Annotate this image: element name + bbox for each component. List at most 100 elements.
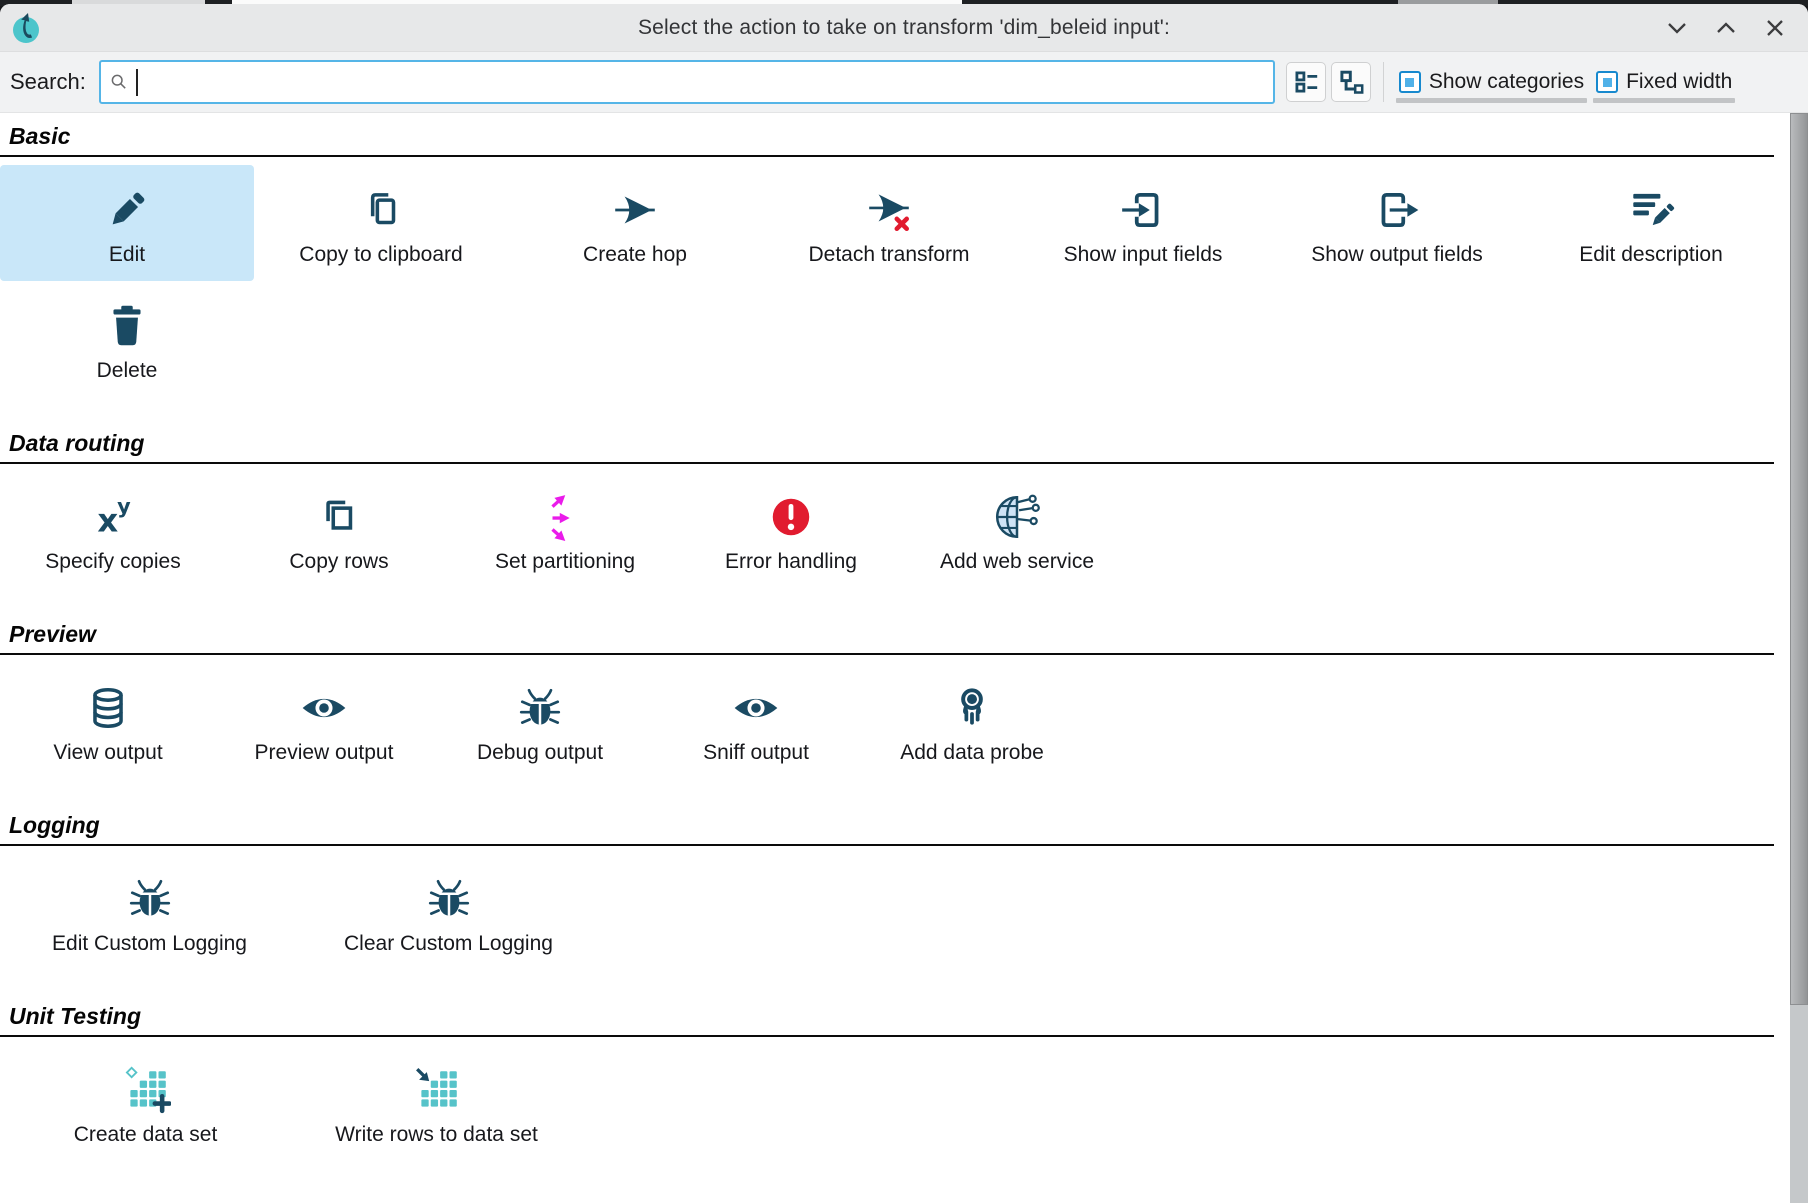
action-label: Sniff output bbox=[703, 741, 809, 764]
action-item-set-partitioning[interactable]: Set partitioning bbox=[452, 472, 678, 588]
search-box[interactable] bbox=[98, 60, 1275, 104]
action-item-copy-rows[interactable]: Copy rows bbox=[226, 472, 452, 588]
actions-area: Basic Edit Copy to clipboard Create hop … bbox=[0, 113, 1790, 1203]
action-label: Show output fields bbox=[1311, 243, 1483, 266]
action-item-delete[interactable]: Delete bbox=[0, 281, 254, 397]
probe-icon bbox=[947, 679, 997, 737]
action-label: Debug output bbox=[476, 741, 604, 764]
error-icon bbox=[766, 488, 816, 546]
action-label: Detach transform bbox=[808, 243, 970, 266]
action-label: Write rows to data set bbox=[335, 1123, 538, 1146]
action-item-create-data-set[interactable]: Create data set bbox=[0, 1045, 291, 1161]
text-cursor bbox=[135, 68, 138, 96]
dataset-write-icon bbox=[412, 1061, 462, 1119]
action-grid: Create data set Write rows to data set bbox=[0, 1045, 1790, 1161]
action-label: Preview output bbox=[254, 741, 394, 764]
edit-description-icon bbox=[1626, 181, 1676, 239]
action-label: Add web service bbox=[939, 550, 1095, 573]
section-data-routing: Data routing x y Specify copies Copy row… bbox=[0, 430, 1790, 588]
action-grid: Edit Copy to clipboard Create hop Detach… bbox=[0, 165, 1790, 397]
database-icon bbox=[83, 679, 133, 737]
action-item-write-rows-to-data-set[interactable]: Write rows to data set bbox=[291, 1045, 582, 1161]
action-label: Create data set bbox=[73, 1123, 218, 1146]
action-item-specify-copies[interactable]: x y Specify copies bbox=[0, 472, 226, 588]
show-categories-checkbox[interactable]: Show categories bbox=[1393, 59, 1590, 105]
action-label: View output bbox=[53, 741, 163, 764]
action-item-show-output-fields[interactable]: Show output fields bbox=[1270, 165, 1524, 281]
action-item-edit-description[interactable]: Edit description bbox=[1524, 165, 1778, 281]
checkbox-icon bbox=[1596, 71, 1619, 93]
hop-logo-icon bbox=[9, 10, 43, 46]
action-item-copy-to-clipboard[interactable]: Copy to clipboard bbox=[254, 165, 508, 281]
action-label: Specify copies bbox=[45, 550, 181, 573]
list-view-button[interactable] bbox=[1285, 62, 1326, 102]
action-label: Show input fields bbox=[1063, 243, 1223, 266]
xy-icon: x y bbox=[88, 488, 138, 546]
action-item-detach-transform[interactable]: Detach transform bbox=[762, 165, 1016, 281]
hop-arrow-icon bbox=[610, 181, 660, 239]
chevron-down-icon[interactable] bbox=[1664, 15, 1690, 41]
action-item-clear-custom-logging[interactable]: Clear Custom Logging bbox=[299, 854, 598, 970]
section-header-preview: Preview bbox=[0, 621, 1774, 655]
action-label: Set partitioning bbox=[494, 550, 636, 573]
action-item-create-hop[interactable]: Create hop bbox=[508, 165, 762, 281]
scrollbar-thumb[interactable] bbox=[1790, 113, 1808, 1005]
web-service-icon bbox=[992, 488, 1042, 546]
action-item-edit[interactable]: Edit bbox=[0, 165, 254, 281]
action-item-sniff-output[interactable]: Sniff output bbox=[648, 663, 864, 779]
search-input[interactable] bbox=[137, 61, 1273, 103]
fixed-width-label: Fixed width bbox=[1626, 70, 1733, 93]
copy-icon bbox=[356, 181, 406, 239]
section-header-unit-testing: Unit Testing bbox=[0, 1003, 1774, 1037]
section-logging: Logging Edit Custom Logging Clear Custom… bbox=[0, 812, 1790, 970]
hop-arrow-x-icon bbox=[864, 181, 914, 239]
input-fields-icon bbox=[1118, 181, 1168, 239]
svg-text:y: y bbox=[117, 494, 131, 518]
action-dialog: Select the action to take on transform '… bbox=[0, 4, 1808, 1203]
search-toolbar: Search: bbox=[0, 52, 1808, 113]
action-label: Add data probe bbox=[900, 741, 1044, 764]
list-view-icon bbox=[1295, 71, 1318, 93]
action-label: Copy to clipboard bbox=[299, 243, 463, 266]
action-item-show-input-fields[interactable]: Show input fields bbox=[1016, 165, 1270, 281]
action-item-preview-output[interactable]: Preview output bbox=[216, 663, 432, 779]
section-preview: Preview View output Preview output Debug… bbox=[0, 621, 1790, 779]
titlebar: Select the action to take on transform '… bbox=[0, 4, 1808, 52]
tree-view-icon bbox=[1340, 70, 1364, 94]
action-label: Error handling bbox=[725, 550, 857, 573]
vertical-scrollbar[interactable] bbox=[1790, 113, 1808, 1203]
eye-icon bbox=[299, 679, 349, 737]
svg-text:x: x bbox=[97, 502, 118, 540]
search-icon bbox=[111, 74, 126, 89]
action-item-view-output[interactable]: View output bbox=[0, 663, 216, 779]
action-item-error-handling[interactable]: Error handling bbox=[678, 472, 904, 588]
action-label: Delete bbox=[96, 359, 158, 382]
fixed-width-checkbox[interactable]: Fixed width bbox=[1590, 59, 1738, 105]
content-wrap: Basic Edit Copy to clipboard Create hop … bbox=[0, 113, 1808, 1203]
window-controls bbox=[1664, 4, 1788, 51]
partition-arrows-icon bbox=[540, 488, 590, 546]
action-item-add-web-service[interactable]: Add web service bbox=[904, 472, 1130, 588]
close-icon[interactable] bbox=[1762, 15, 1788, 41]
action-item-debug-output[interactable]: Debug output bbox=[432, 663, 648, 779]
action-item-edit-custom-logging[interactable]: Edit Custom Logging bbox=[0, 854, 299, 970]
action-grid: Edit Custom Logging Clear Custom Logging bbox=[0, 854, 1790, 970]
section-header-logging: Logging bbox=[0, 812, 1774, 846]
section-header-data-routing: Data routing bbox=[0, 430, 1774, 464]
action-item-add-data-probe[interactable]: Add data probe bbox=[864, 663, 1080, 779]
action-label: Edit description bbox=[1579, 243, 1723, 266]
bug-icon bbox=[125, 870, 175, 928]
tree-view-button[interactable] bbox=[1330, 62, 1371, 102]
action-label: Create hop bbox=[583, 243, 687, 266]
eye-icon bbox=[731, 679, 781, 737]
action-label: Edit bbox=[108, 243, 146, 266]
chevron-up-icon[interactable] bbox=[1713, 15, 1739, 41]
background-app-strip bbox=[0, 0, 1808, 6]
action-grid: x y Specify copies Copy rows Set partiti… bbox=[0, 472, 1790, 588]
checkbox-icon bbox=[1398, 71, 1421, 93]
bug-icon bbox=[515, 679, 565, 737]
action-label: Clear Custom Logging bbox=[344, 932, 553, 955]
dataset-add-icon bbox=[121, 1061, 171, 1119]
section-unit-testing: Unit Testing Create data set Write rows … bbox=[0, 1003, 1790, 1161]
